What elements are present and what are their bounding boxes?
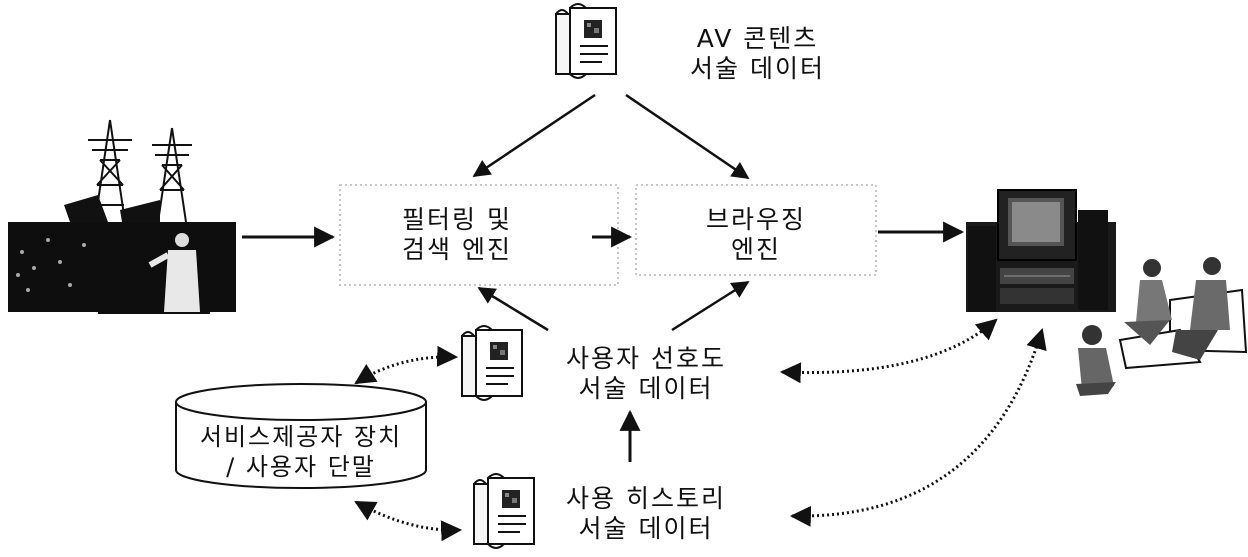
filter-engine-label-line1: 필터링 및 <box>402 205 512 234</box>
database-cylinder-icon <box>175 383 427 489</box>
arrow-av-to-browse <box>625 93 750 180</box>
dotted-arrow-pref-tv <box>779 318 998 384</box>
arrow-pref-to-browse <box>671 280 750 332</box>
browse-engine-label-line1: 브라우징 <box>705 205 806 234</box>
provider-device-label-line2: / 사용자 단말 <box>226 453 376 481</box>
browse-engine-label-line2: 엔진 <box>730 235 781 264</box>
user-pref-document-icon <box>461 325 523 401</box>
provider-device-label: 서비스제공자 장치 / 사용자 단말 <box>176 422 426 482</box>
usage-history-document-icon <box>473 473 535 549</box>
usage-history-label: 사용 히스토리 서술 데이터 <box>566 484 726 544</box>
user-pref-label-line1: 사용자 선호도 <box>566 344 726 373</box>
dotted-arrow-db-history <box>354 500 463 542</box>
av-content-document-icon <box>555 3 617 79</box>
dotted-arrow-db-pref <box>354 345 459 385</box>
av-content-label: AV 콘텐츠 서술 데이터 <box>690 24 825 84</box>
av-content-label-line2: 서술 데이터 <box>690 54 825 83</box>
browse-engine-label: 브라우징 엔진 <box>696 205 816 265</box>
browse-engine-box <box>635 184 877 276</box>
usage-history-label-line2: 서술 데이터 <box>578 514 714 543</box>
user-pref-label-line2: 서술 데이터 <box>578 374 714 403</box>
family-viewers-icon <box>1076 257 1248 396</box>
user-pref-label: 사용자 선호도 서술 데이터 <box>566 344 726 404</box>
broadcast-source-image-icon <box>8 119 236 314</box>
arrow-av-to-filter <box>472 93 596 178</box>
av-content-label-line1: AV 콘텐츠 <box>696 24 819 53</box>
television-set-icon <box>966 189 1116 312</box>
usage-history-label-line1: 사용 히스토리 <box>566 484 726 513</box>
filter-engine-label: 필터링 및 검색 엔진 <box>402 205 512 265</box>
dotted-arrow-history-tv <box>789 327 1047 527</box>
provider-device-label-line1: 서비스제공자 장치 <box>199 423 403 451</box>
filter-engine-box <box>339 184 619 286</box>
arrow-pref-to-filter <box>477 286 549 332</box>
filter-engine-label-line2: 검색 엔진 <box>402 235 512 264</box>
